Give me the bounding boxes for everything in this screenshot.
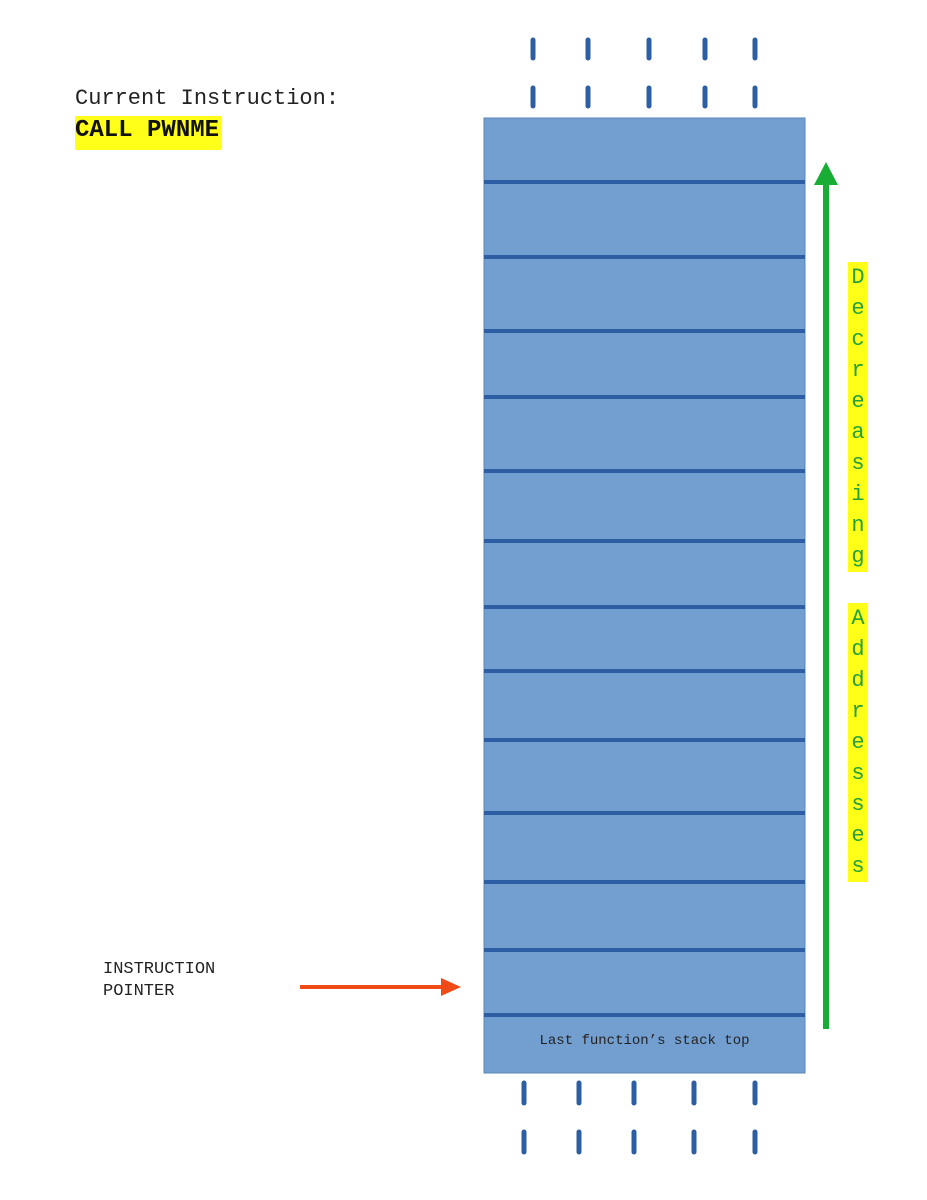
vertical-label-char: e: [851, 296, 865, 321]
stack-continues-below: [521, 1080, 758, 1155]
last-function-stack-top-label: Last function’s stack top: [539, 1033, 750, 1049]
stack-frame: [483, 117, 806, 1074]
current-instruction-label: Current Instruction:: [75, 86, 340, 111]
vertical-label-char: A: [851, 606, 865, 631]
vertical-label-char: r: [851, 699, 865, 724]
vertical-label-char: e: [851, 389, 865, 414]
vertical-label-char: D: [851, 265, 865, 290]
vertical-label-char: [846, 572, 870, 603]
vertical-label-char: r: [851, 358, 865, 383]
decreasing-addresses-arrow: [814, 162, 838, 1029]
vertical-label-char: e: [851, 823, 865, 848]
vertical-label-char: s: [851, 451, 865, 476]
vertical-label-char: s: [851, 854, 865, 879]
vertical-label-char: a: [851, 420, 865, 445]
instruction-pointer-arrow: [300, 978, 461, 996]
vertical-label-char: n: [851, 513, 865, 538]
stack-continues-above: [530, 37, 758, 109]
instruction-pointer-label: INSTRUCTION POINTER: [103, 960, 216, 1001]
vertical-label-char: i: [851, 482, 865, 507]
current-instruction-value: CALL PWNME: [75, 116, 223, 150]
vertical-label-char: d: [851, 637, 865, 662]
vertical-label-char: g: [851, 544, 865, 569]
vertical-label-char: s: [851, 761, 865, 786]
vertical-label-char: d: [851, 668, 865, 693]
vertical-label-char: c: [851, 327, 865, 352]
vertical-label-char: e: [851, 730, 865, 755]
vertical-label-char: s: [851, 792, 865, 817]
stack-slot-dividers: [484, 180, 805, 1017]
